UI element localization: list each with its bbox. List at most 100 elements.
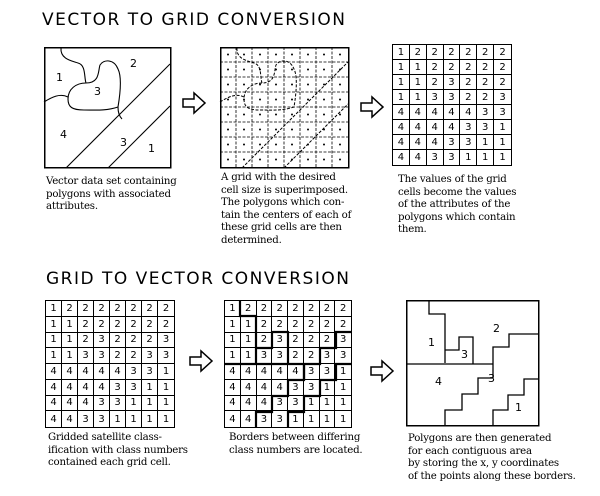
- grid-cell: 3: [94, 411, 110, 427]
- grid-cell: 4: [443, 120, 461, 135]
- grid-cell: 3: [142, 348, 158, 364]
- grid-cell: 4: [393, 120, 410, 135]
- grid-cell: 3: [158, 333, 174, 349]
- polygon-label-4: 4: [60, 128, 67, 141]
- grid-cell: 3: [288, 379, 304, 396]
- grid-cell: 1: [110, 411, 126, 427]
- grid-cell: 3: [444, 150, 461, 165]
- grid-cell: 2: [158, 317, 174, 333]
- grid-cell: 4: [443, 105, 461, 120]
- grid-cell: 2: [78, 316, 94, 333]
- grid-cell: 4: [225, 364, 241, 380]
- grid-cell: 3: [460, 135, 478, 150]
- grid-cell: 2: [62, 301, 78, 317]
- grid-cell: 1: [225, 316, 241, 333]
- grid-cell: 1: [335, 364, 351, 380]
- polygon-label-1b: 1: [148, 142, 155, 155]
- grid-cell: 1: [477, 135, 495, 150]
- grid-cell: 2: [110, 348, 126, 364]
- grid-cell: 2: [460, 90, 478, 105]
- grid-cell: 2: [288, 316, 304, 333]
- grid-cell: 4: [272, 364, 288, 380]
- grid-cell: 4: [94, 379, 110, 396]
- grid-cell: 4: [393, 150, 410, 165]
- grid-cell: 2: [288, 332, 304, 349]
- grid-cell: 2: [409, 45, 427, 60]
- grid-cell: 1: [393, 90, 410, 105]
- grid-cell: 4: [393, 135, 410, 150]
- grid-cell: 2: [256, 316, 273, 333]
- grid-cell: 4: [110, 364, 126, 380]
- grid-cell: 4: [393, 105, 410, 120]
- satellite-caption: Gridded satellite class- ification with …: [48, 432, 188, 469]
- grid-cell: 1: [335, 396, 351, 412]
- grid-cell: 1: [409, 90, 427, 105]
- grid-cell: 3: [443, 90, 461, 105]
- grid-cell: 4: [225, 411, 241, 427]
- grid-cell: 1: [225, 332, 241, 349]
- grid-cell: 3: [94, 332, 110, 349]
- grid-cell: 2: [126, 332, 142, 349]
- grid-cell: 2: [142, 301, 158, 317]
- grid-cell: 2: [126, 301, 142, 317]
- grid-cell: 4: [62, 395, 78, 412]
- grid-cell: 3: [142, 364, 158, 380]
- grid-cell: 3: [272, 395, 288, 412]
- grid-cell: 2: [494, 45, 511, 60]
- grid-cell: 4: [62, 411, 78, 427]
- generated-polygons-drawing: [406, 300, 540, 427]
- polygon-label-1: 1: [428, 336, 435, 349]
- grid-cell: 2: [460, 45, 478, 60]
- grid-cell: 2: [110, 301, 126, 317]
- grid-cell: 1: [158, 364, 174, 380]
- grid-cell: 3: [443, 75, 461, 90]
- grid-cell: 3: [158, 348, 174, 364]
- grid-cell: 1: [319, 379, 336, 396]
- grid-cell: 2: [94, 301, 110, 317]
- class-borders-overlay: [224, 300, 352, 428]
- grid-cell: 3: [257, 411, 273, 427]
- vector-polygons-panel: 1 2 3 4 3 1: [43, 47, 172, 169]
- grid-cell: 1: [335, 380, 351, 396]
- grid-cell: 2: [494, 75, 511, 90]
- grid-to-vector-title: GRID TO VECTOR CONVERSION: [46, 269, 351, 289]
- grid-cell: 4: [46, 411, 62, 427]
- grid-cell: 1: [303, 395, 320, 412]
- grid-cell: 2: [426, 75, 444, 90]
- grid-cell: 1: [126, 411, 142, 427]
- grid-cell: 2: [494, 60, 511, 75]
- grid-cell: 3: [477, 120, 495, 135]
- grid-cell: 4: [426, 135, 444, 150]
- grid-cell: 3: [110, 379, 126, 396]
- grid-cell: 1: [142, 395, 158, 412]
- grid-cell: 3: [460, 120, 478, 135]
- grid-cell: 3: [426, 90, 444, 105]
- grid-cell: 3: [78, 348, 94, 364]
- polygon-label-1: 1: [56, 71, 63, 84]
- generated-polygons-panel: 1 2 3 4 3 1: [406, 300, 540, 427]
- grid-cell: 4: [78, 395, 94, 412]
- grid-cell: 4: [240, 395, 257, 412]
- grid-cell: 4: [426, 105, 444, 120]
- grid-cell: 4: [62, 364, 78, 380]
- grid-cell: 3: [94, 348, 110, 364]
- polygon-label-4: 4: [435, 375, 442, 388]
- grid-cell: 2: [443, 45, 461, 60]
- grid-cell: 1: [409, 60, 427, 75]
- grid-cell: 4: [46, 395, 62, 412]
- grid-cell: 4: [94, 364, 110, 380]
- grid-cell: 1: [477, 150, 495, 165]
- grid-cell: 4: [62, 379, 78, 396]
- grid-cell: 2: [477, 75, 495, 90]
- grid-cell: 3: [319, 348, 336, 364]
- hollow-right-arrow-icon: [370, 359, 395, 383]
- grid-cell: 2: [319, 301, 336, 317]
- grid-cell: 1: [304, 411, 320, 427]
- grid-cell: 2: [110, 332, 126, 349]
- grid-cell: 2: [426, 60, 444, 75]
- grid-cell: 2: [426, 45, 444, 60]
- grid-cell: 1: [494, 120, 511, 135]
- grid-cell: 3: [94, 395, 110, 412]
- grid-cell: 4: [410, 150, 427, 165]
- grid-cell: 2: [288, 301, 304, 317]
